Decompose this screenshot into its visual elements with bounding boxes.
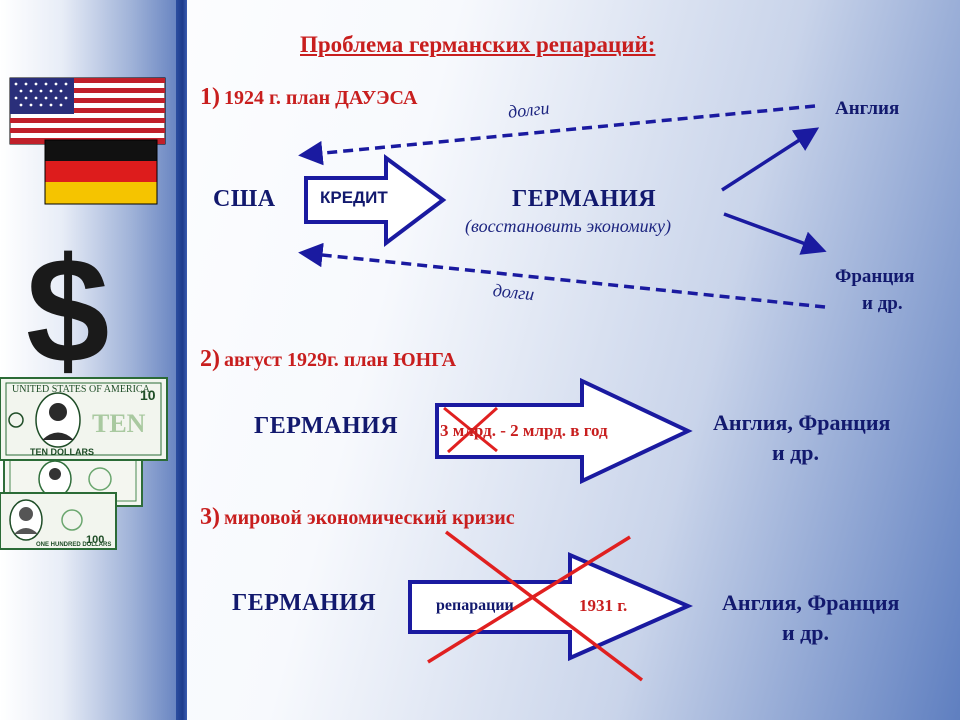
- step1-source: США: [213, 186, 276, 212]
- step1-label: 1924 г. план ДАУЭСА: [224, 87, 418, 109]
- step3-label: мировой экономический кризис: [224, 507, 515, 529]
- hundred-dollar-bill-icon: ONE HUNDRED DOLLARS 100: [0, 492, 117, 550]
- ten-dollar-bill-icon: UNITED STATES OF AMERICA TEN TEN DOLLARS…: [0, 377, 168, 461]
- dest-france: Франция: [835, 266, 915, 287]
- young-plan-arrow: [435, 377, 693, 485]
- step2-dest-line2: и др.: [772, 440, 820, 465]
- step2-source: ГЕРМАНИЯ: [254, 413, 399, 439]
- step2-heading: 2) август 1929г. план ЮНГА: [200, 346, 456, 373]
- step3-heading: 3) мировой экономический кризис: [200, 504, 515, 531]
- arrow-to-france: [723, 212, 827, 255]
- credit-label: КРЕДИТ: [320, 188, 388, 207]
- bill3-caption: ONE HUNDRED DOLLARS: [36, 542, 111, 548]
- step3-number: 3): [200, 504, 220, 530]
- step1-target: ГЕРМАНИЯ: [512, 186, 657, 212]
- dest-others: и др.: [862, 293, 903, 314]
- bill-corner-number: 10: [140, 387, 156, 403]
- bill-caption: UNITED STATES OF AMERICA: [12, 384, 151, 395]
- dollar-sign-icon: $: [26, 226, 109, 394]
- cross-mark: [446, 406, 499, 454]
- step2-arrow-label: 3 млрд. - 2 млрд. в год: [440, 421, 608, 440]
- cross-mark: [443, 406, 498, 453]
- big-cross-mark: [444, 530, 644, 682]
- bill-caption-bottom: TEN DOLLARS: [30, 447, 94, 457]
- step3-arrow-label-b: 1931 г.: [579, 596, 628, 615]
- debt-arrow-top: [298, 104, 816, 166]
- step1-target-note: (восстановить экономику): [465, 216, 672, 236]
- debt-label-bottom: долги: [491, 280, 536, 305]
- step3-dest-line2: и др.: [782, 620, 830, 645]
- german-flag-icon: [44, 139, 158, 205]
- reparations-arrow: [408, 551, 693, 662]
- step2-number: 2): [200, 346, 220, 372]
- slide-title: Проблема германских репараций:: [300, 32, 656, 57]
- arrow-to-england: [721, 127, 820, 192]
- dest-england: Англия: [835, 98, 900, 119]
- step3-dest-line1: Англия, Франция: [722, 590, 900, 615]
- debt-label-top: долги: [507, 97, 551, 122]
- big-cross-mark: [427, 535, 631, 664]
- step1-heading: 1) 1924 г. план ДАУЭСА: [200, 84, 417, 111]
- step1-number: 1): [200, 84, 220, 110]
- sidebar-divider: [176, 0, 187, 720]
- step2-dest-line1: Англия, Франция: [713, 410, 891, 435]
- bill3-corner-number: 100: [86, 534, 104, 546]
- debt-arrow-bottom: [298, 242, 826, 309]
- step3-arrow-label-a: репарации: [436, 597, 514, 614]
- step3-source: ГЕРМАНИЯ: [232, 590, 377, 616]
- credit-arrow: [304, 154, 447, 248]
- bill-ten-text: TEN: [92, 409, 146, 438]
- step2-label: август 1929г. план ЮНГА: [224, 349, 457, 371]
